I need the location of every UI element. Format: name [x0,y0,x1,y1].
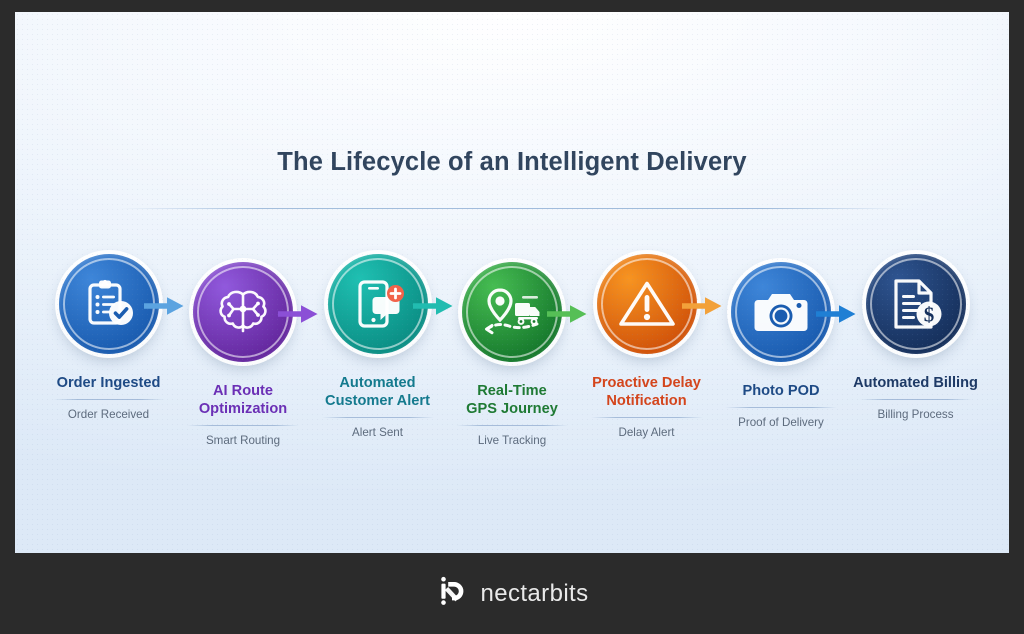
brain-circuit-icon [214,285,272,339]
step-sublabel: Billing Process [877,407,954,421]
phone-alert-icon [350,276,406,332]
step-circle[interactable] [596,254,697,354]
svg-text:$: $ [923,302,934,326]
step-label: Order Ingested [56,375,161,391]
step-divider [187,424,299,426]
flow-arrow-icon [412,296,453,316]
step-circle[interactable] [327,254,428,354]
invoice-dollar-icon: $ [888,276,944,332]
step-divider [52,398,165,400]
title-divider [120,208,904,209]
step-label: Photo POD [742,383,820,399]
step-circle[interactable] [58,254,159,354]
lifecycle-step[interactable]: Photo POD Proof of Delivery [716,258,856,430]
flow-arrow-icon [816,304,856,324]
footer-bar: nectarbits [0,553,1024,634]
page-title: The Lifecycle of an Intelligent Delivery [277,148,747,176]
step-label: Proactive Delay Notification [592,375,701,409]
step-sublabel: Alert Sent [352,425,403,439]
flow-arrow-icon [143,296,184,316]
flow-arrow-icon [681,296,722,316]
step-divider [590,416,703,418]
step-icon-badge[interactable]: $ [862,250,970,358]
step-divider [725,406,837,408]
brand-name: nectarbits [480,579,589,607]
step-icon-badge[interactable] [55,250,183,358]
step-circle[interactable] [193,262,293,362]
step-sublabel: Proof of Delivery [738,415,824,429]
nectarbits-logo-icon [435,574,469,613]
flow-arrow-icon [547,304,587,324]
step-label: Automated Billing [853,375,978,391]
step-divider [859,398,972,400]
step-divider [456,424,568,426]
flow-arrow-icon [278,304,318,324]
step-circle[interactable] [462,262,562,362]
step-divider [321,416,434,418]
camera-icon [752,289,810,335]
step-icon-badge[interactable] [458,258,587,366]
step-sublabel: Smart Routing [205,433,281,447]
step-sublabel: Delay Alert [618,425,675,439]
clipboard-check-icon [81,276,137,332]
step-icon-badge[interactable] [324,250,452,358]
slide-canvas: The Lifecycle of an Intelligent Delivery… [15,12,1009,553]
step-circle[interactable]: $ [865,254,966,354]
step-icon-badge[interactable] [593,250,721,358]
gps-truck-icon [482,286,542,338]
step-label: Automated Customer Alert [325,375,430,409]
step-circle[interactable] [731,262,831,362]
step-icon-badge[interactable] [727,258,856,366]
step-label: Real-Time GPS Journey [466,383,558,417]
step-sublabel: Live Tracking [477,433,547,447]
title-block: The Lifecycle of an Intelligent Delivery [15,147,1009,209]
step-icon-badge[interactable] [189,258,318,366]
step-sublabel: Order Received [67,407,150,421]
step-label: AI Route Optimization [198,383,288,417]
warning-triangle-icon [618,278,676,330]
